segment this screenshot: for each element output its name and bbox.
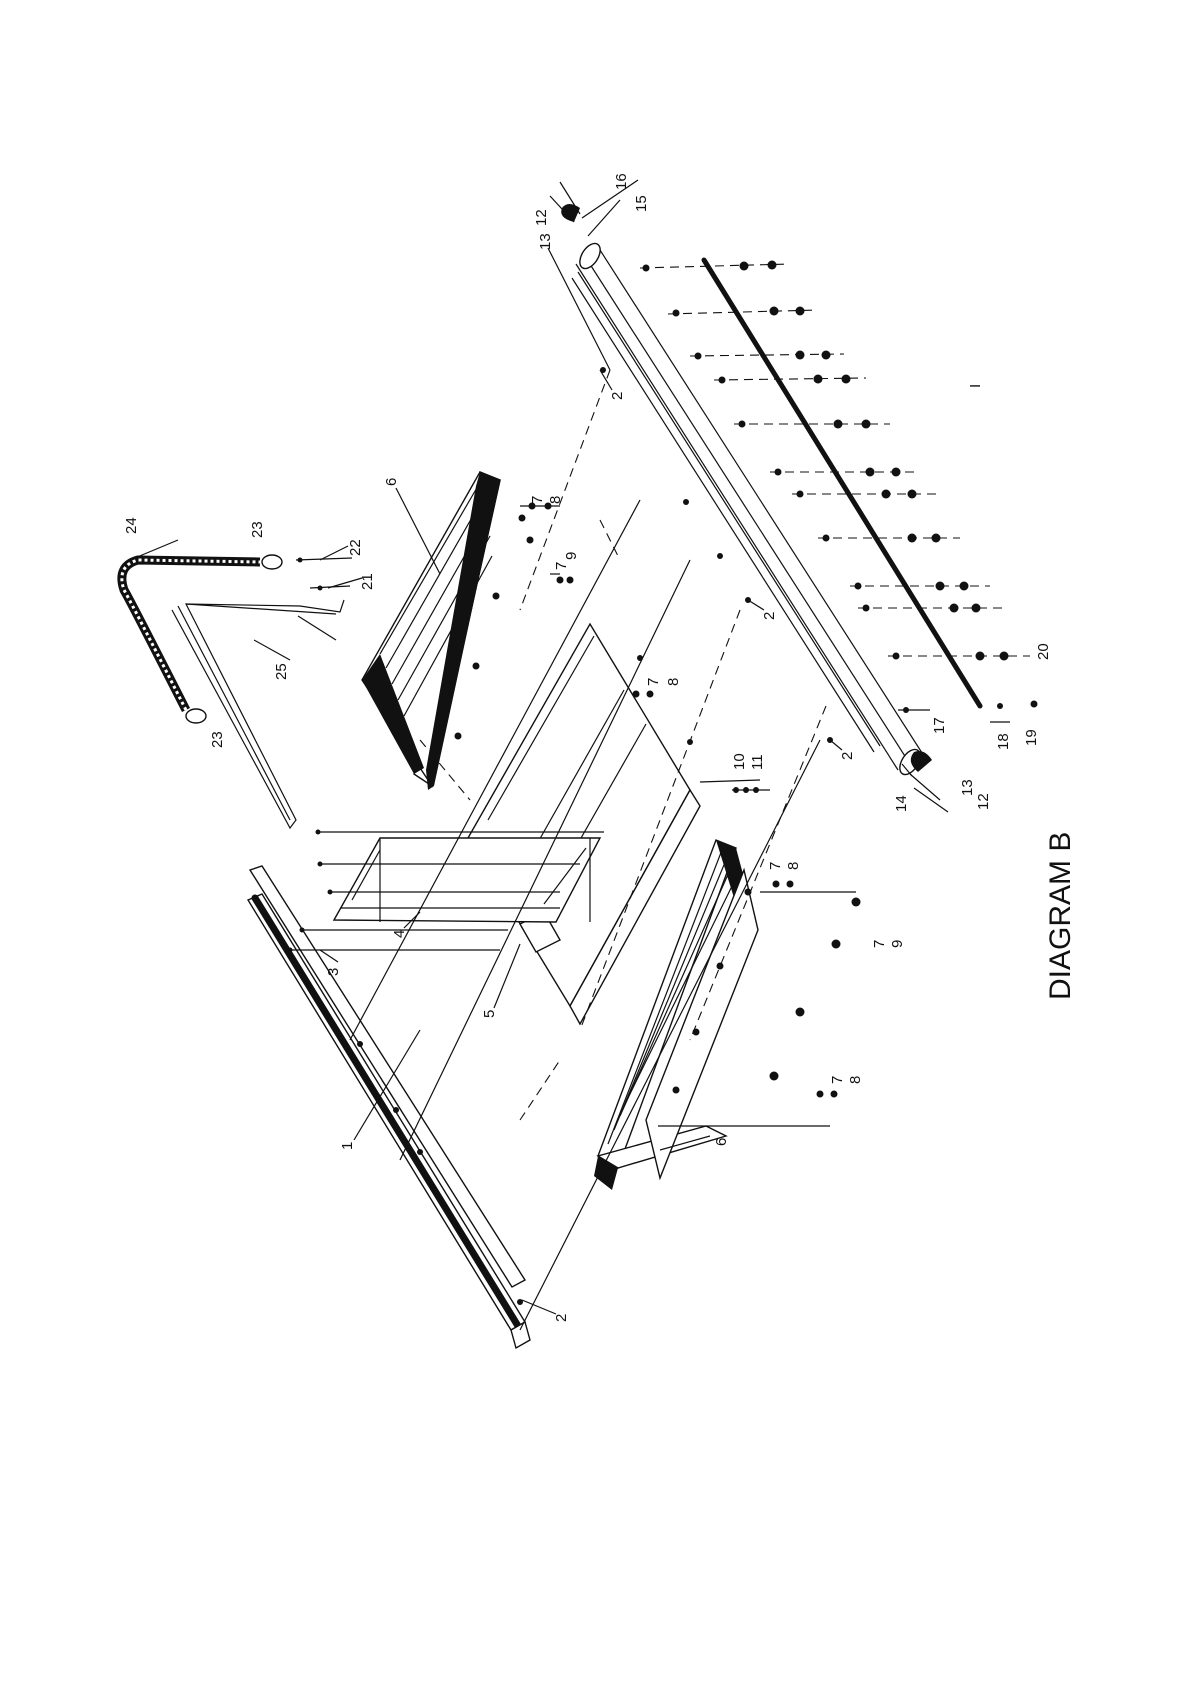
callout-22: 22 [347,539,364,556]
callout-9: 9 [889,940,906,948]
callout-14: 14 [893,795,910,812]
callout-18: 18 [995,733,1012,750]
callout-21: 21 [359,573,376,590]
callout-15: 15 [633,195,650,212]
callout-6: 6 [713,1138,730,1146]
callout-7: 7 [645,678,662,686]
callout-1: 1 [339,1142,356,1150]
callout-3: 3 [325,968,342,976]
callout-24: 24 [123,517,140,534]
callout-9: 9 [563,552,580,560]
callout-10: 10 [731,753,748,770]
callout-2: 2 [553,1314,570,1322]
part-16-end-cap-top [550,182,580,222]
callout-20: 20 [1035,643,1052,660]
callout-2: 2 [761,612,778,620]
part-24-hose [122,555,282,723]
part-6-seat-board-upper [362,472,526,790]
callout-5: 5 [481,1010,498,1018]
callout-7: 7 [829,1076,846,1084]
callout-4: 4 [391,930,408,938]
callout-7: 7 [871,940,888,948]
parts-10-11-spring-screw [700,780,770,793]
callout-23: 23 [209,731,226,748]
callout-8: 8 [665,678,682,686]
callout-17: 17 [931,717,948,734]
callout-11: 11 [749,754,766,770]
callout-19: 19 [1023,729,1040,746]
part-1-front-rail [248,866,530,1348]
callout-16: 16 [613,173,630,190]
part-4-leg-frame [334,838,600,922]
callout-7: 7 [529,496,546,504]
callout-6: 6 [383,478,400,486]
callout-8: 8 [847,1076,864,1084]
callout-13: 13 [959,779,976,796]
callout-8: 8 [547,496,564,504]
parts-21-22-fasteners [296,558,352,591]
callout-12: 12 [975,793,992,810]
parts-17-19-fasteners [898,701,1038,723]
callout-7: 7 [767,862,784,870]
callout-8: 8 [785,862,802,870]
part-14-end-cap-bottom [910,751,948,812]
callout-12: 12 [533,209,550,226]
callout-2: 2 [839,752,856,760]
callout-7: 7 [553,562,570,570]
callout-13: 13 [537,233,554,250]
callout-2: 2 [609,392,626,400]
diagram-title: DIAGRAM B [1044,832,1077,1000]
callout-23: 23 [249,521,266,538]
callout-25: 25 [273,663,290,680]
page-mark: I [967,384,984,388]
